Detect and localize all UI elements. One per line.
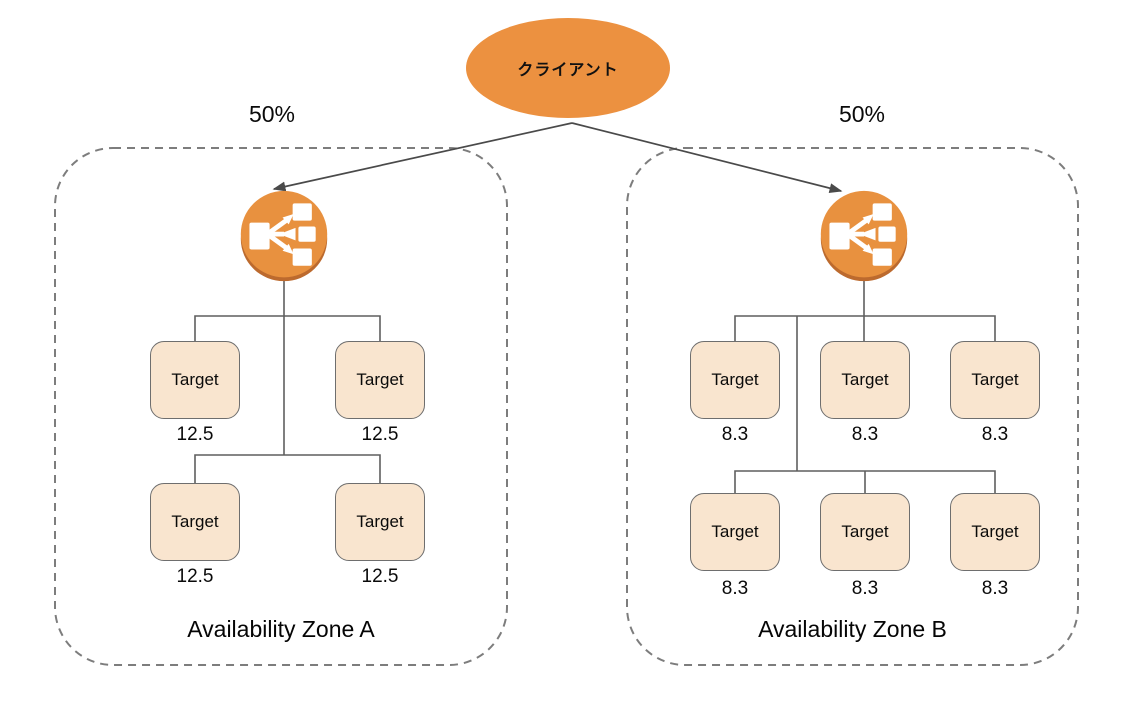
target-weight: 8.3	[721, 578, 749, 599]
zone-b-boundary	[626, 147, 1079, 666]
target-node: Target	[950, 341, 1040, 419]
client-label: クライアント	[517, 62, 619, 79]
target-node: Target	[335, 483, 425, 561]
target-weight: 12.5	[361, 424, 399, 445]
target-weight: 8.3	[851, 424, 879, 445]
elastic-load-balancer-icon	[820, 190, 908, 282]
target-node: Target	[820, 493, 910, 571]
target-node: Target	[150, 341, 240, 419]
target-node: Target	[690, 341, 780, 419]
zone-b-name: Availability Zone B	[758, 616, 947, 642]
traffic-split-label-zone-a: 50%	[248, 101, 296, 127]
target-weight: 8.3	[981, 424, 1009, 445]
target-weight: 8.3	[721, 424, 749, 445]
zone-a-row2-branch	[194, 454, 381, 483]
target-label: Target	[356, 370, 404, 389]
target-label: Target	[356, 512, 404, 531]
target-label: Target	[171, 512, 219, 531]
target-weight: 8.3	[981, 578, 1009, 599]
target-weight: 12.5	[176, 424, 214, 445]
target-label: Target	[841, 522, 889, 541]
target-weight: 12.5	[361, 566, 399, 587]
target-node: Target	[950, 493, 1040, 571]
client-node: クライアント	[466, 18, 670, 118]
zone-a-boundary	[54, 147, 508, 666]
target-label: Target	[971, 522, 1019, 541]
traffic-split-label-zone-b: 50%	[838, 101, 886, 127]
zone-a-row1-branch	[194, 315, 381, 341]
zone-a-name: Availability Zone A	[187, 616, 375, 642]
target-node: Target	[150, 483, 240, 561]
target-label: Target	[171, 370, 219, 389]
target-weight: 12.5	[176, 566, 214, 587]
target-label: Target	[711, 370, 759, 389]
target-label: Target	[841, 370, 889, 389]
target-weight: 8.3	[851, 578, 879, 599]
client-to-lb-b-arrow	[571, 122, 843, 194]
target-label: Target	[711, 522, 759, 541]
client-to-lb-a-arrow	[272, 122, 573, 192]
target-node: Target	[820, 341, 910, 419]
target-node: Target	[690, 493, 780, 571]
target-label: Target	[971, 370, 1019, 389]
elastic-load-balancer-icon	[240, 190, 328, 282]
target-node: Target	[335, 341, 425, 419]
zone-b-row1-branch	[734, 315, 996, 341]
